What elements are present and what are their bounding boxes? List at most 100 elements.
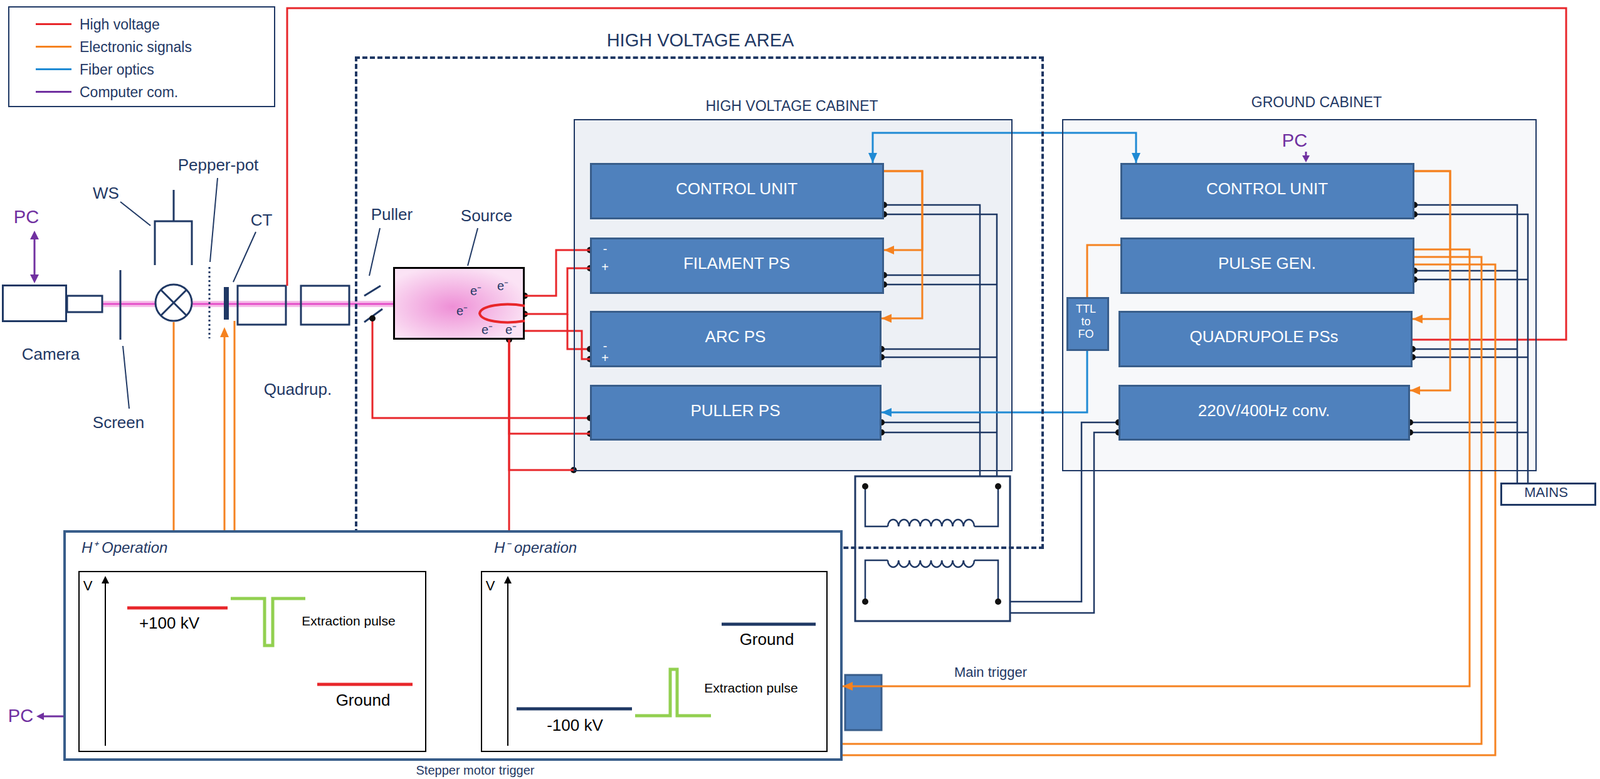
legend-text: High voltage	[79, 16, 160, 33]
cabinet-fill	[573, 119, 1537, 472]
pepper-pot-symbol	[209, 267, 211, 339]
camera-lens	[67, 295, 103, 313]
cabinet: GROUND CABINETCONTROL UNITPULSE GEN.TTL …	[1062, 119, 1537, 472]
wire-connector	[1087, 245, 1121, 298]
node-label: 220V/400Hz conv.	[1198, 401, 1331, 421]
screen-symbol	[119, 270, 122, 340]
quadrupole-symbol	[237, 285, 350, 325]
leader-line	[233, 231, 256, 283]
terminal-dot	[369, 201, 1418, 606]
cabinet-fill	[573, 119, 1013, 472]
wire-connector	[881, 351, 1088, 413]
operation-panel: H⁺ OperationH⁻ operationV+100 kVExtracti…	[63, 530, 843, 762]
wire-connector	[509, 339, 574, 471]
computer-arrowhead	[1302, 155, 1310, 163]
leader-line	[369, 228, 380, 276]
wire-connector	[509, 339, 590, 434]
wire-connector	[1410, 171, 1451, 395]
computer-arrowhead	[36, 712, 44, 721]
computer-link	[42, 715, 64, 718]
terminal-dot	[862, 598, 869, 606]
camera-lens	[67, 295, 103, 313]
node-label: HIGH VOLTAGE AREA	[606, 30, 795, 51]
computer-link	[33, 238, 36, 276]
node-label: TTL to FO	[1072, 303, 1100, 341]
wire-connector	[524, 250, 590, 296]
converter-box: TTL to FO	[1066, 297, 1110, 352]
transformer-coil	[887, 560, 975, 568]
node-label: V	[485, 578, 496, 594]
wire-connector	[842, 249, 1470, 687]
wire-connector	[1087, 245, 1121, 298]
node-label: Source	[460, 206, 513, 226]
puller-electrode	[364, 285, 381, 296]
wire-scanner-symbol	[155, 284, 192, 322]
wire-connector	[508, 339, 511, 531]
ion-source: Sourcee⁻e⁻e⁻e⁻e⁻	[393, 267, 525, 340]
signal-label: Stepper motor trigger	[414, 763, 537, 779]
node-text: +100 kV	[139, 614, 200, 634]
node-text: e⁻	[505, 322, 517, 338]
terminal-dot	[369, 315, 376, 322]
part-label: CT	[250, 211, 273, 231]
arrowhead	[1412, 314, 1423, 324]
wire-connector	[881, 171, 923, 319]
node-label: HIGH VOLTAGE CABINET	[705, 97, 878, 115]
node-label: H⁺ Operation	[81, 539, 168, 557]
node-text: e⁻	[497, 278, 509, 294]
wire-connector	[842, 249, 1470, 691]
pulse-plot	[482, 572, 829, 754]
node-label: QUADRUPOLE PSs	[1189, 327, 1339, 347]
wire-scanner-symbol	[154, 189, 192, 266]
mains-box: MAINS	[1500, 482, 1597, 506]
process-box: QUADRUPOLE PSs	[1118, 310, 1413, 368]
leader-line	[120, 201, 151, 226]
arrowhead	[881, 314, 892, 323]
wire-connector	[509, 339, 510, 531]
process-box: FILAMENT PS-+	[589, 237, 885, 295]
node-label: PULLER PS	[690, 401, 780, 421]
legend-box: High voltageElectronic signalsFiber opti…	[8, 6, 276, 108]
power-wire	[881, 275, 997, 433]
node-text: Ground	[739, 630, 795, 650]
pepper-pot-symbol	[208, 267, 211, 339]
transformer-coil	[887, 519, 975, 527]
wire-connector	[509, 339, 590, 434]
wire-scanner-symbol	[161, 290, 187, 316]
process-box: 220V/400Hz conv.	[1118, 384, 1411, 441]
computer-arrowhead	[30, 230, 39, 240]
signal-wire	[173, 321, 235, 531]
legend-text: Electronic signals	[79, 38, 192, 56]
screen-symbol	[119, 270, 122, 340]
node-label: ARC PS	[705, 327, 767, 347]
node-text: Extraction pulse	[301, 613, 395, 629]
signal-arrowhead	[220, 327, 229, 338]
node-label: MAINS	[1524, 484, 1569, 501]
signal-arrowhead	[220, 327, 229, 338]
wire-connector	[842, 264, 1496, 756]
wire-connector	[872, 132, 1137, 164]
signal-wire	[223, 336, 226, 531]
wire-connector	[1412, 171, 1451, 320]
node-text: -100 kV	[546, 716, 604, 736]
voltage-plot: V GroundExtraction pulse -100 kV	[480, 571, 828, 753]
node-text: Extraction pulse	[704, 680, 798, 696]
arrowhead	[868, 152, 878, 164]
signal-wire	[173, 322, 175, 531]
part-label: Puller	[371, 205, 413, 225]
terminal-dot	[862, 483, 869, 490]
wire-connector	[884, 171, 923, 255]
arrowhead	[881, 408, 892, 417]
node-text: -	[603, 242, 608, 257]
current-transformer-symbol	[223, 287, 229, 320]
signal-label: Main trigger	[952, 664, 1029, 681]
wire-connector	[842, 257, 1482, 745]
node-text: +	[601, 351, 609, 366]
node-label: V	[83, 578, 93, 594]
wire-connector	[524, 331, 590, 360]
current-transformer-symbol	[223, 287, 229, 320]
wire-connector	[524, 268, 590, 315]
process-box: CONTROL UNIT	[589, 163, 885, 220]
arrowhead	[1410, 386, 1421, 395]
part-label: WS	[92, 184, 120, 204]
